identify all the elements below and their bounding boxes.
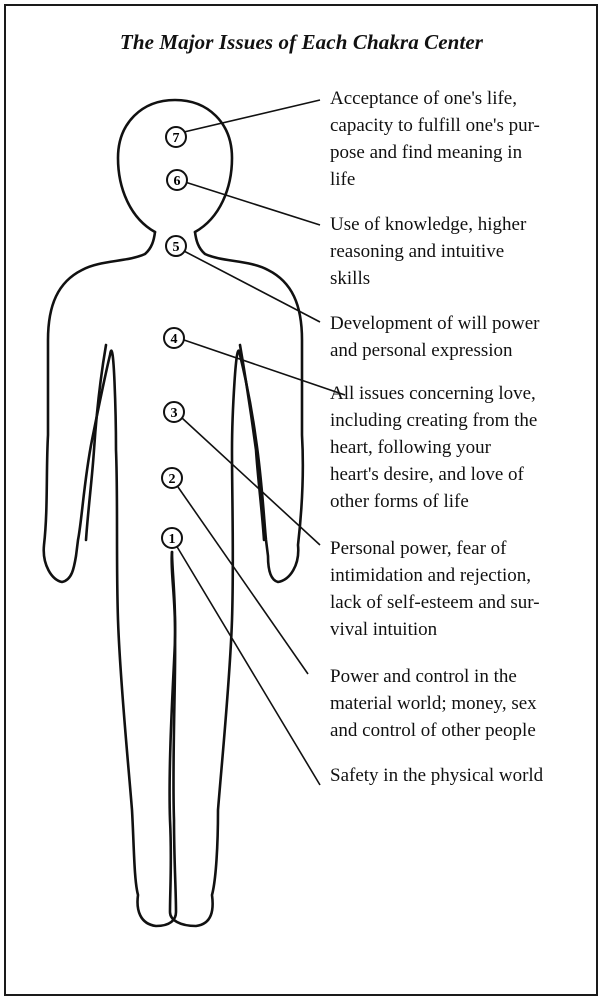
label-line: lack of self-esteem and sur-: [330, 589, 540, 616]
leader-line-6: [185, 182, 320, 225]
inner-arm-left: [86, 345, 106, 540]
chakra-number-4: 4: [171, 332, 178, 347]
chakra-number-7: 7: [173, 131, 180, 146]
leader-line-3: [182, 418, 320, 545]
label-line: heart, following your: [330, 434, 537, 461]
label-line: including creating from the: [330, 407, 537, 434]
chakra-markers: 7 6 5 4 3 2 1: [162, 127, 187, 548]
label-line: All issues concerning love,: [330, 380, 537, 407]
leader-line-1: [176, 545, 320, 785]
label-line: and control of other people: [330, 717, 537, 744]
label-line: other forms of life: [330, 488, 537, 515]
label-line: Use of knowledge, higher: [330, 211, 526, 238]
chakra-marker-1: 1: [162, 528, 182, 548]
label-line: Development of will power: [330, 310, 539, 337]
chakra-marker-4: 4: [164, 328, 184, 348]
chakra-number-3: 3: [171, 406, 178, 421]
label-line: capacity to fulfill one's pur-: [330, 112, 540, 139]
inner-arm-right: [240, 345, 264, 540]
chakra-marker-7: 7: [166, 127, 186, 147]
chakra-2-description: Power and control in the material world;…: [330, 663, 537, 744]
leader-line-4: [184, 340, 345, 395]
chakra-4-description: All issues concerning love, including cr…: [330, 380, 537, 515]
chakra-marker-6: 6: [167, 170, 187, 190]
label-line: reasoning and intuitive: [330, 238, 526, 265]
body-outline-left: [44, 232, 176, 926]
leader-line-5: [182, 250, 320, 322]
chakra-marker-2: 2: [162, 468, 182, 488]
chakra-3-description: Personal power, fear of intimidation and…: [330, 535, 540, 643]
chakra-5-description: Development of will power and personal e…: [330, 310, 539, 364]
label-line: skills: [330, 265, 526, 292]
label-line: intimidation and rejection,: [330, 562, 540, 589]
label-line: life: [330, 166, 540, 193]
label-line: heart's desire, and love of: [330, 461, 537, 488]
label-line: Personal power, fear of: [330, 535, 540, 562]
chakra-1-description: Safety in the physical world: [330, 762, 543, 789]
chakra-7-description: Acceptance of one's life, capacity to fu…: [330, 85, 540, 193]
chakra-number-1: 1: [169, 532, 176, 547]
chakra-marker-3: 3: [164, 402, 184, 422]
chakra-number-6: 6: [174, 174, 181, 189]
chakra-6-description: Use of knowledge, higher reasoning and i…: [330, 211, 526, 292]
label-line: vival intuition: [330, 616, 540, 643]
leader-line-7: [184, 100, 320, 132]
label-line: and personal expression: [330, 337, 539, 364]
label-line: Acceptance of one's life,: [330, 85, 540, 112]
leader-lines: [176, 100, 345, 785]
chakra-marker-5: 5: [166, 236, 186, 256]
chakra-number-5: 5: [173, 240, 180, 255]
label-line: Safety in the physical world: [330, 762, 543, 789]
label-line: Power and control in the: [330, 663, 537, 690]
head-outline: [118, 100, 232, 232]
label-line: pose and find meaning in: [330, 139, 540, 166]
label-line: material world; money, sex: [330, 690, 537, 717]
chakra-number-2: 2: [169, 472, 176, 487]
body-outline-right: [170, 232, 303, 926]
